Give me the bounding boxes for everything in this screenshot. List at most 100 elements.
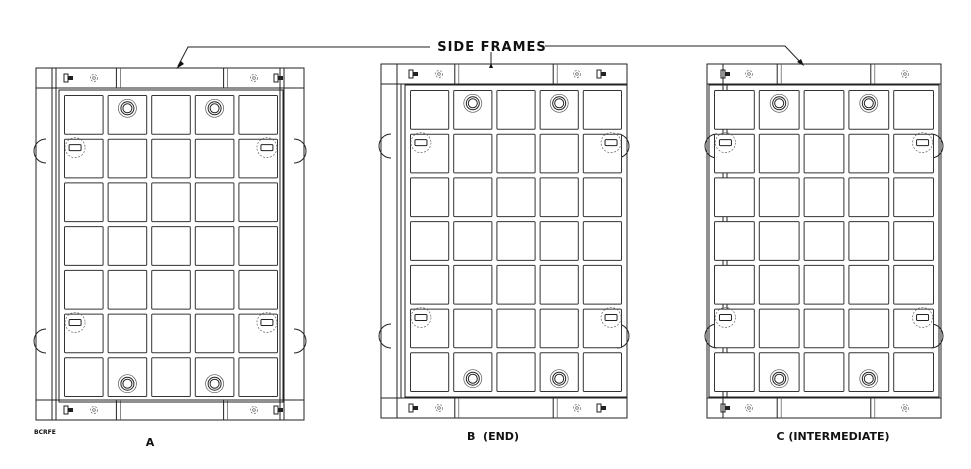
washer-icon	[573, 70, 581, 78]
terminal-post-icon	[859, 93, 879, 113]
vent-slot	[604, 314, 618, 321]
washer-icon	[901, 70, 909, 78]
battery-cell	[453, 264, 493, 305]
battery-cell	[803, 308, 845, 349]
terminal-post-icon	[769, 369, 789, 389]
side-lug	[930, 133, 944, 159]
vent-cap-icon	[64, 312, 86, 333]
battery-cell	[539, 308, 579, 349]
washer-icon-center	[747, 406, 751, 410]
vent-slot	[718, 139, 732, 147]
battery-cell	[758, 308, 800, 349]
terminal-post-icon	[463, 369, 483, 389]
vent-slot	[604, 139, 618, 147]
terminal-post-ring	[552, 371, 567, 386]
terminal-post-ring	[120, 101, 135, 116]
terminal-post-icon	[549, 93, 569, 113]
battery-cell	[238, 138, 278, 179]
battery-cell	[714, 308, 755, 349]
bolt-icon-head	[408, 403, 414, 413]
battery-cell	[848, 264, 890, 305]
terminal-post-ring	[207, 376, 222, 391]
battery-cell	[410, 221, 450, 261]
washer-icon-center	[575, 72, 579, 76]
side-lug	[293, 138, 307, 164]
terminal-post-ring	[861, 371, 876, 386]
battery-cell	[151, 226, 191, 266]
battery-cell	[803, 221, 845, 261]
terminal-post-core	[863, 373, 874, 384]
bolt-icon-head	[408, 69, 414, 79]
battery-cell	[238, 226, 278, 266]
battery-cell	[496, 177, 536, 218]
battery-cell	[194, 313, 235, 354]
battery-cell	[496, 264, 536, 305]
battery-cell	[496, 90, 536, 130]
vent-cap-icon	[715, 307, 736, 328]
battery-cell	[803, 177, 845, 218]
battery-cell	[238, 95, 278, 135]
battery-cell	[893, 90, 935, 130]
vent-slot	[260, 144, 274, 152]
terminal-post-core	[774, 373, 785, 384]
battery-cell	[496, 133, 536, 174]
vent-cap-icon	[715, 132, 736, 153]
battery-cell	[453, 133, 493, 174]
washer-icon	[90, 74, 98, 82]
battery-cell	[758, 221, 800, 261]
bolt-icon-nut	[413, 72, 418, 76]
vent-slot	[68, 144, 82, 152]
battery-cell	[539, 133, 579, 174]
battery-cell	[64, 226, 104, 266]
battery-cell	[151, 313, 191, 354]
battery-cell	[582, 133, 622, 174]
leader-line-c	[545, 45, 803, 65]
battery-cell	[582, 177, 622, 218]
side-lug	[704, 133, 718, 159]
battery-cell	[496, 308, 536, 349]
battery-cell	[803, 133, 845, 174]
side-lug	[378, 133, 392, 159]
vent-slot	[718, 314, 732, 321]
side-lug	[704, 323, 718, 349]
vent-cap-icon	[64, 137, 86, 158]
battery-cell	[582, 90, 622, 130]
battery-cell	[714, 221, 755, 261]
battery-cell	[803, 264, 845, 305]
battery-cell	[64, 95, 104, 135]
terminal-post-ring	[552, 96, 567, 111]
battery-cell	[848, 221, 890, 261]
battery-cell	[151, 269, 191, 310]
washer-icon	[745, 404, 753, 412]
battery-cell	[64, 138, 104, 179]
battery-cell	[238, 357, 278, 397]
cell-tray	[58, 89, 284, 403]
battery-cell	[107, 138, 148, 179]
panel-c	[704, 63, 944, 419]
battery-cell	[194, 269, 235, 310]
battery-cell	[107, 182, 148, 223]
washer-icon-center	[252, 76, 256, 80]
vent-slot	[414, 314, 428, 321]
bolt-icon-nut	[725, 406, 730, 410]
vent-slot	[260, 319, 274, 326]
vent-slot	[916, 139, 930, 147]
battery-cell	[410, 308, 450, 349]
washer-icon	[250, 406, 258, 414]
washer-icon	[745, 70, 753, 78]
washer-icon-center	[92, 76, 96, 80]
battery-cell	[107, 226, 148, 266]
battery-cell	[714, 90, 755, 130]
vent-cap-icon	[256, 312, 278, 333]
battery-cell	[238, 269, 278, 310]
washer-icon	[250, 74, 258, 82]
battery-cell	[582, 264, 622, 305]
battery-cell	[453, 177, 493, 218]
outer-frame	[35, 67, 305, 421]
panel-b	[378, 63, 630, 419]
battery-cell	[758, 177, 800, 218]
battery-cell	[410, 177, 450, 218]
battery-cell	[848, 308, 890, 349]
battery-cell	[893, 177, 935, 218]
